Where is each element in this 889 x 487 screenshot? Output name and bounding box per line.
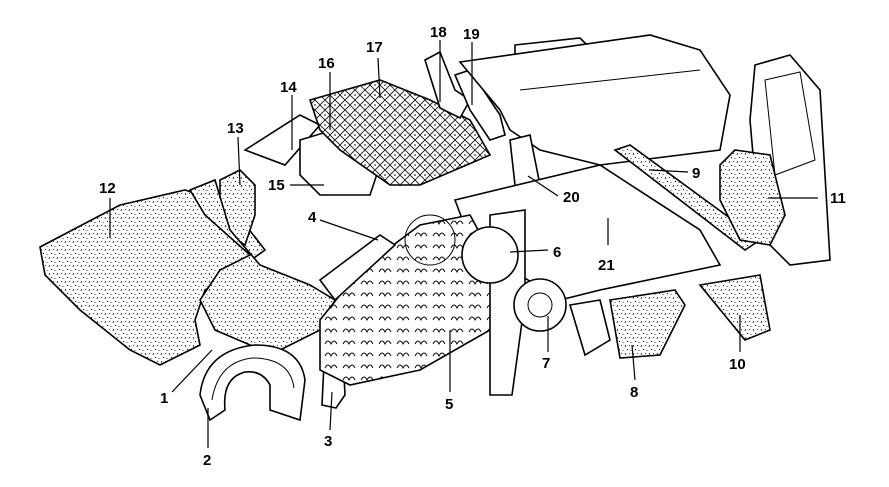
callout-8: 8 bbox=[630, 384, 638, 401]
van-body-outline bbox=[458, 34, 731, 166]
callout-10: 10 bbox=[729, 356, 746, 373]
callout-20: 20 bbox=[563, 189, 580, 206]
callout-1: 1 bbox=[160, 390, 168, 407]
leader-lines bbox=[109, 40, 818, 448]
callout-14: 14 bbox=[280, 79, 297, 96]
part-11-door-panel bbox=[719, 149, 786, 246]
callout-21: 21 bbox=[598, 257, 615, 274]
part-7-wheel-housing bbox=[513, 278, 567, 332]
callout-19: 19 bbox=[463, 26, 480, 43]
callout-16: 16 bbox=[318, 55, 335, 72]
callout-4: 4 bbox=[308, 209, 317, 226]
part-2-wheel-arch bbox=[199, 344, 306, 422]
callout-15: 15 bbox=[268, 177, 285, 194]
part-6-wheel-housing bbox=[461, 226, 519, 284]
part-8-small-panel bbox=[609, 289, 686, 359]
part-4-cross-member bbox=[318, 234, 397, 302]
callout-13: 13 bbox=[227, 120, 244, 137]
callout-7: 7 bbox=[542, 355, 550, 372]
callout-6: 6 bbox=[553, 244, 561, 261]
part-10-triangle-panel bbox=[698, 274, 771, 341]
callout-18: 18 bbox=[430, 24, 447, 41]
callout-11: 11 bbox=[830, 190, 846, 207]
callout-17: 17 bbox=[366, 39, 383, 56]
part-8-bracket bbox=[568, 299, 611, 357]
callout-5: 5 bbox=[445, 396, 453, 413]
callout-labels: 1 2 3 4 5 6 7 8 9 10 11 12 13 14 15 16 1… bbox=[99, 24, 846, 469]
callout-3: 3 bbox=[324, 433, 332, 450]
callout-12: 12 bbox=[99, 180, 116, 197]
callout-2: 2 bbox=[203, 452, 211, 469]
callout-9: 9 bbox=[692, 165, 700, 182]
part-17-quilted-cover bbox=[308, 79, 492, 186]
